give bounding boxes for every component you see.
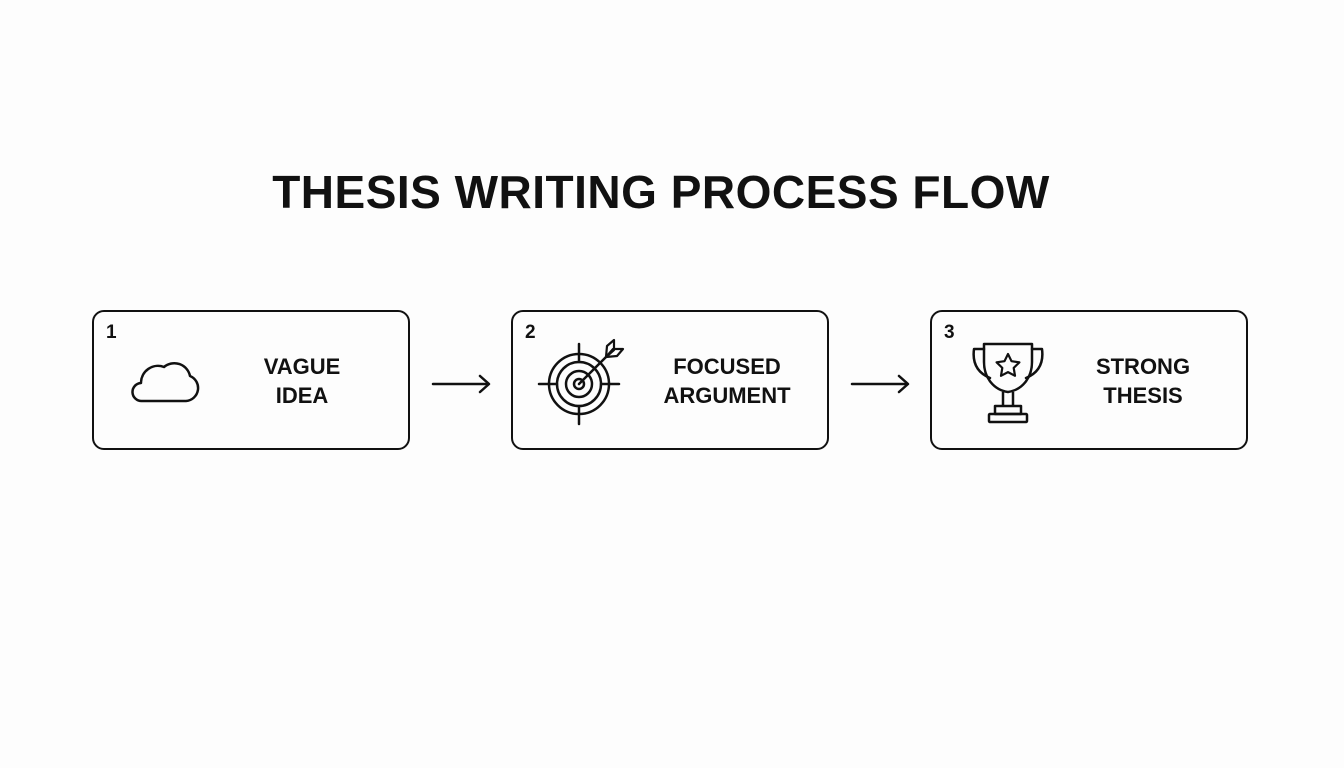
step-label-line: STRONG	[1095, 354, 1191, 379]
step-label-line: FOCUSED	[673, 354, 781, 379]
step-label-line: VAGUE	[263, 354, 341, 379]
step-box-vague-idea: 1 VAGUE IDEA	[92, 310, 410, 450]
step-label: STRONG THESIS	[1053, 352, 1233, 410]
step-label: FOCUSED ARGUMENT	[637, 352, 817, 410]
trophy-icon	[972, 342, 1044, 424]
target-arrow-icon	[537, 338, 625, 426]
step-label-line: THESIS	[1103, 383, 1183, 408]
arrow-right-icon	[431, 374, 491, 394]
step-label-line: ARGUMENT	[663, 383, 791, 408]
arrow-right-icon	[850, 374, 910, 394]
diagram-title: THESIS WRITING PROCESS FLOW	[272, 166, 1050, 218]
step-number: 1	[106, 322, 117, 343]
step-number: 3	[944, 322, 955, 343]
step-box-focused-argument: 2 FOCUSED ARGUMENT	[511, 310, 829, 450]
step-number: 2	[525, 322, 536, 343]
step-box-strong-thesis: 3 STRONG THESIS	[930, 310, 1248, 450]
step-label: VAGUE IDEA	[212, 352, 392, 410]
step-label-line: IDEA	[275, 383, 329, 408]
cloud-icon	[131, 362, 200, 403]
